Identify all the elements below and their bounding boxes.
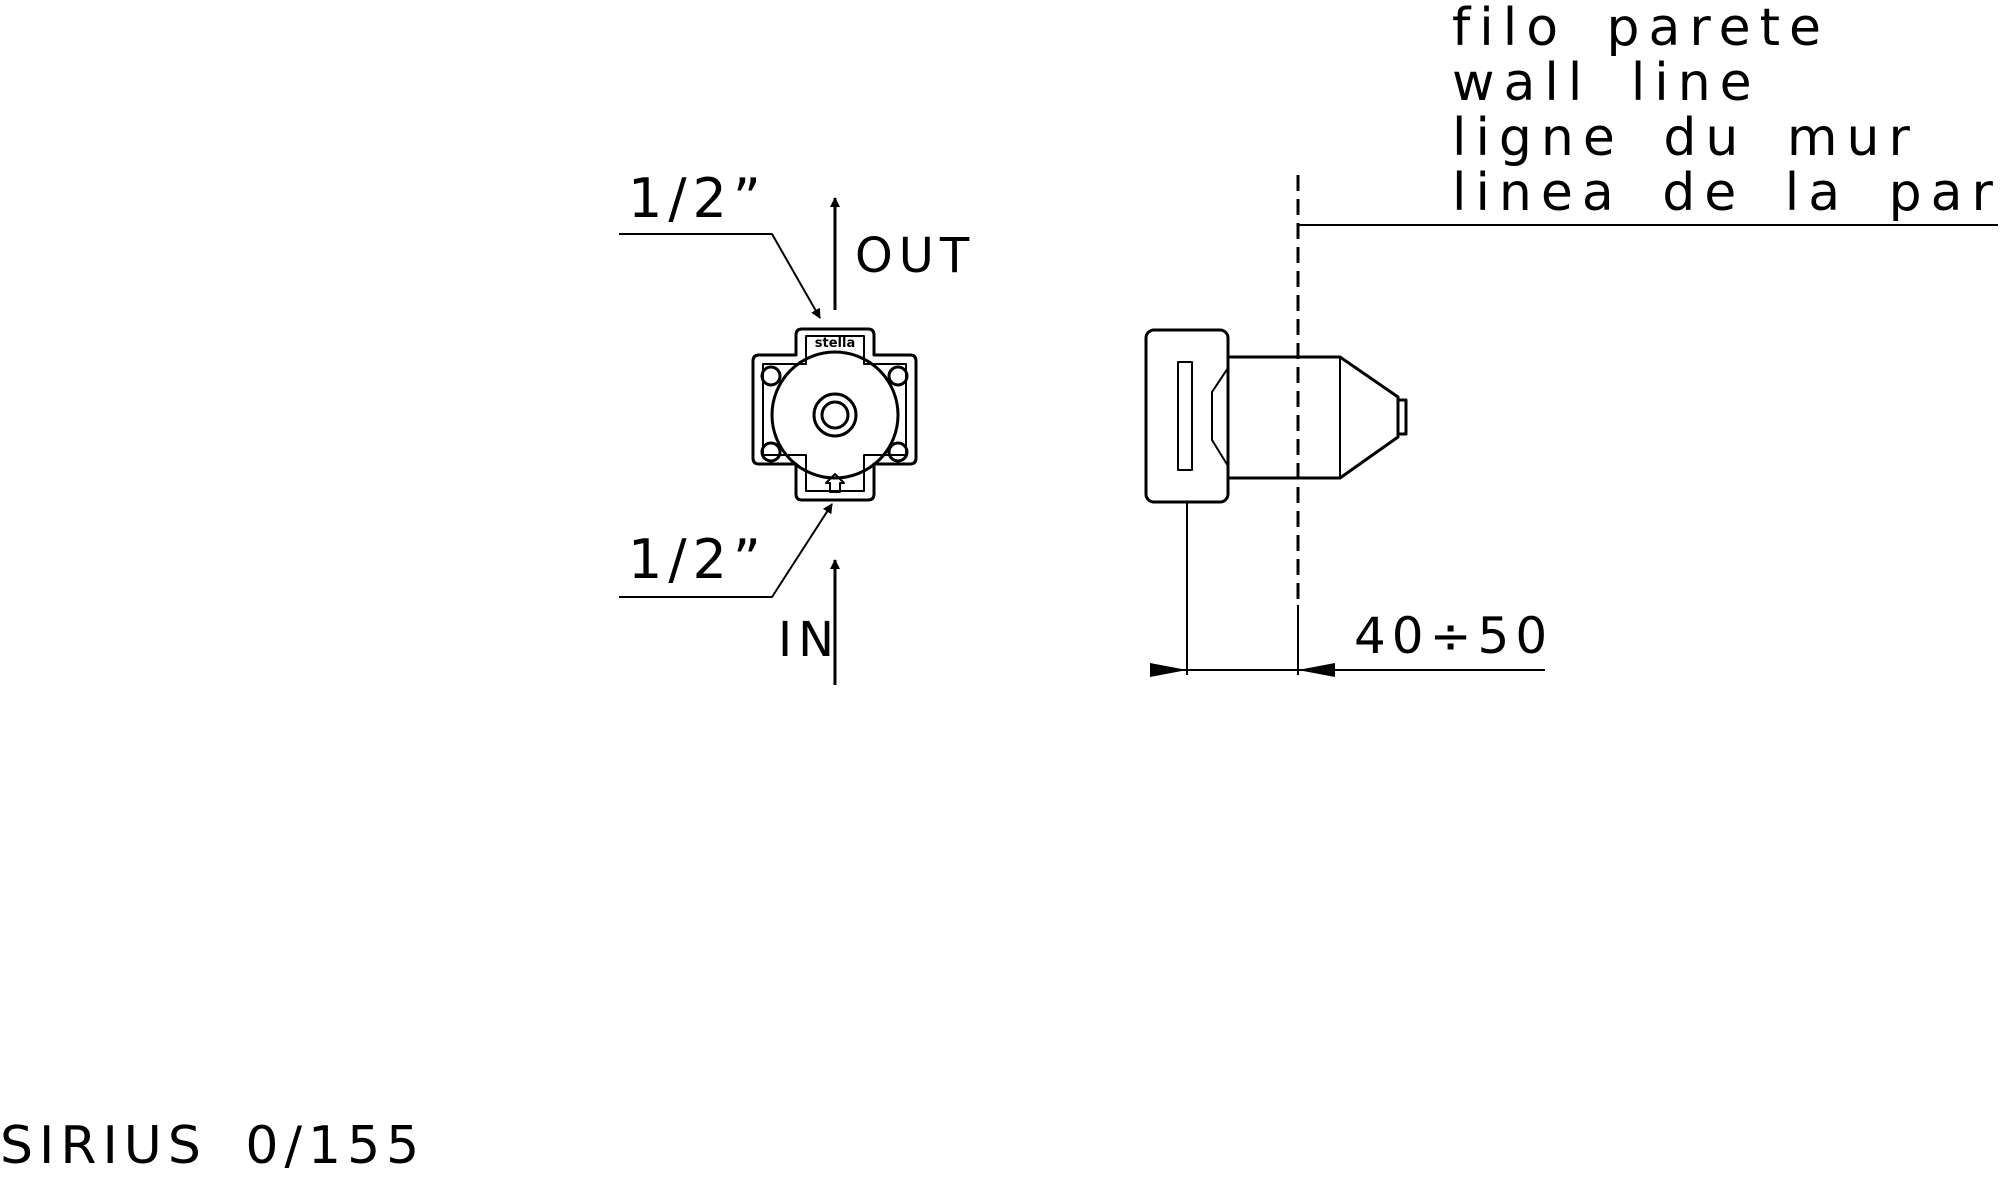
trim-plate-slot — [1177, 361, 1193, 471]
brand-logo-text: stella — [815, 336, 855, 351]
screw-hole-top-right — [887, 365, 909, 387]
spindle-tip — [1396, 398, 1408, 436]
front-view — [619, 197, 918, 685]
outlet-label: OUT — [855, 228, 975, 284]
wall-line-label-es: linea de la pared — [1452, 163, 2000, 223]
spindle-outer-ring — [812, 392, 858, 438]
trim-plate — [1144, 328, 1230, 504]
bottom-connection-leader — [619, 503, 833, 598]
valve-body-circle — [770, 350, 900, 480]
dimension-arrow-right — [1298, 663, 1335, 677]
bottom-connection-size: 1/2” — [628, 528, 767, 591]
depth-dimension-label: 40÷50 — [1354, 607, 1553, 665]
valve-body-side — [1226, 355, 1400, 480]
wall-line-label-fr: ligne du mur — [1452, 108, 1919, 168]
side-view — [1144, 175, 1998, 677]
spindle-inner-ring — [820, 400, 850, 430]
wall-line-label-it: filo parete — [1452, 0, 1830, 58]
flow-up-arrow-icon — [825, 473, 845, 493]
top-connection-leader — [619, 233, 821, 319]
wall-line-label-en: wall line — [1452, 53, 1761, 113]
screw-hole-bottom-right — [887, 441, 909, 463]
screw-hole-bottom-left — [760, 441, 782, 463]
top-connection-size: 1/2” — [628, 167, 767, 230]
body-chamfer-top — [1211, 367, 1229, 467]
mounting-plate-inner-outline — [762, 335, 907, 492]
model-code: SIRIUS 0/155 — [0, 1116, 425, 1176]
mounting-plate-outline — [751, 327, 918, 502]
inlet-label: IN — [778, 612, 840, 668]
dimension-arrow-left — [1150, 663, 1187, 677]
screw-hole-top-left — [760, 365, 782, 387]
